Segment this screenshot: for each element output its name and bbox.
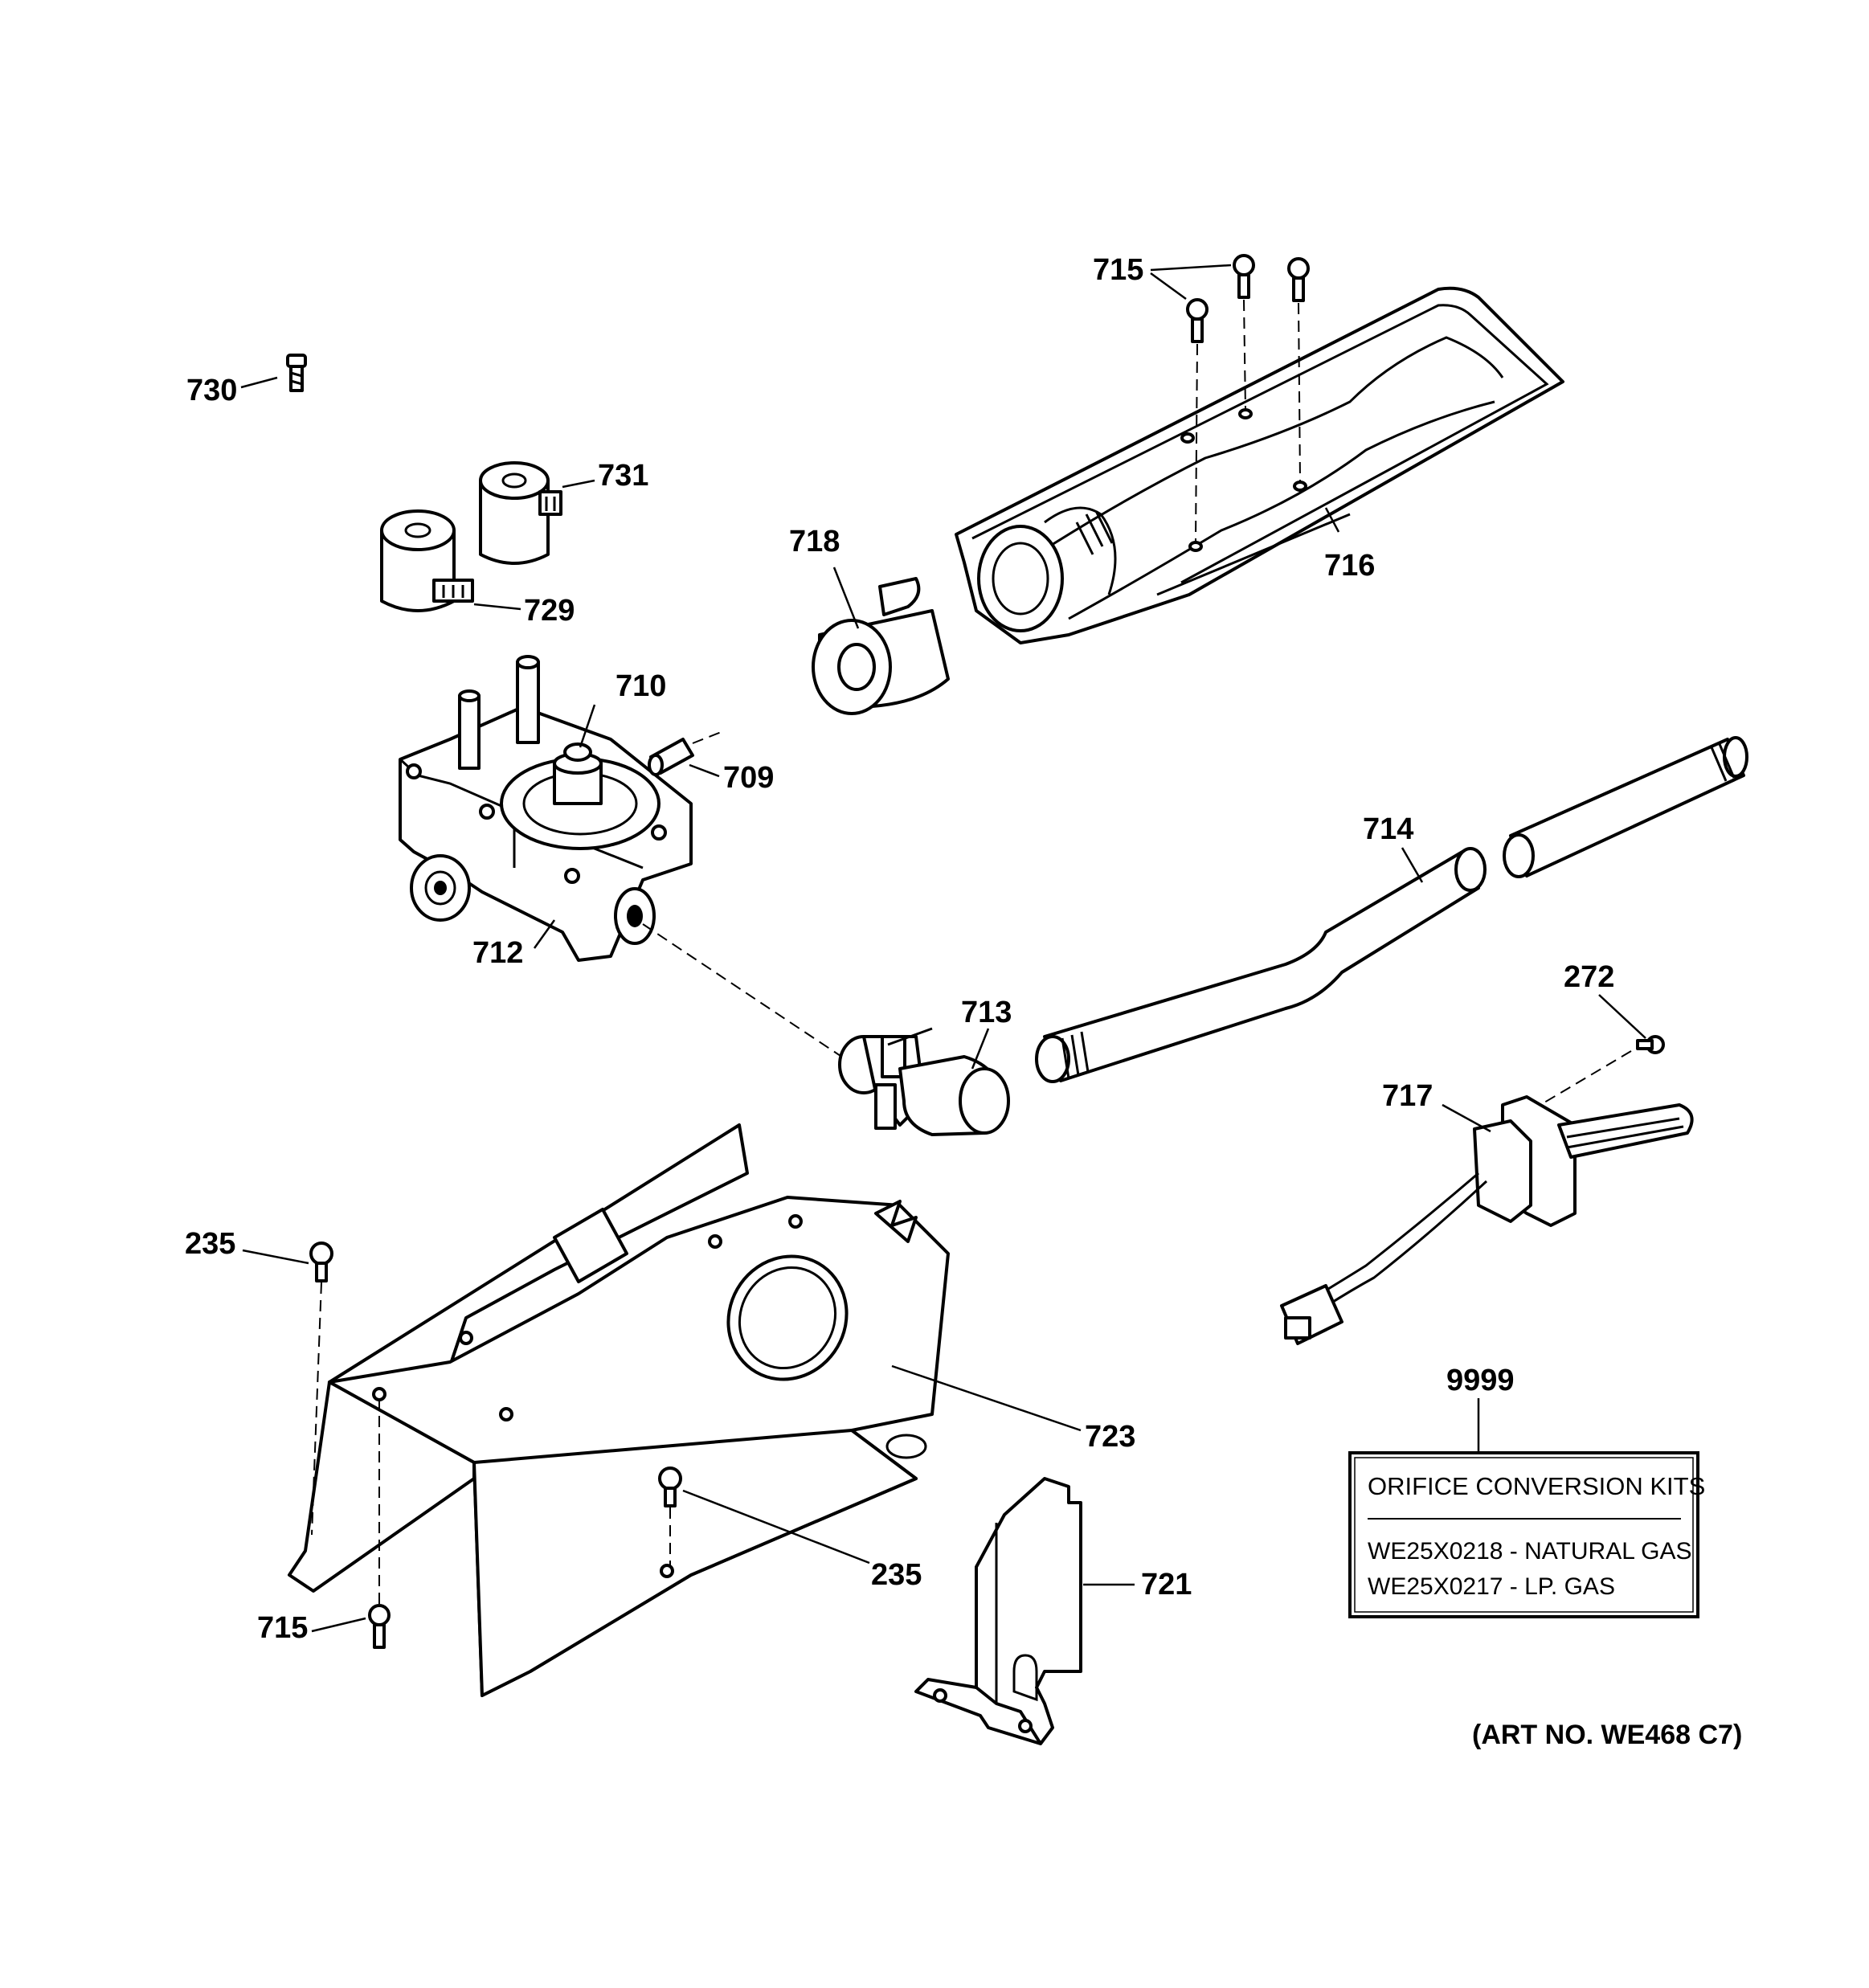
label-717[interactable]: 717 — [1382, 1079, 1433, 1113]
label-716[interactable]: 716 — [1324, 549, 1375, 583]
label-730[interactable]: 730 — [186, 374, 237, 407]
part-729-coil[interactable] — [380, 509, 474, 612]
leader-715-top-a — [1150, 272, 1187, 301]
dash-709 — [692, 730, 724, 744]
leader-715-bottom — [311, 1617, 366, 1633]
dash-235-left — [311, 1282, 322, 1536]
dash-715-b — [1243, 299, 1246, 411]
label-712[interactable]: 712 — [472, 936, 523, 970]
leader-717 — [1442, 1103, 1491, 1133]
part-730-screw[interactable] — [286, 354, 307, 392]
orifice-kit-natural-gas: WE25X0218 - NATURAL GAS — [1368, 1538, 1691, 1565]
part-731-coil[interactable] — [479, 461, 562, 565]
leader-718 — [832, 567, 860, 629]
label-718[interactable]: 718 — [789, 525, 840, 558]
label-713[interactable]: 713 — [961, 996, 1012, 1029]
part-714-gas-tube[interactable] — [1035, 736, 1748, 1083]
label-729[interactable]: 729 — [524, 594, 575, 628]
label-723[interactable]: 723 — [1085, 1420, 1135, 1454]
part-718-sleeve[interactable] — [812, 577, 950, 715]
label-709[interactable]: 709 — [723, 761, 774, 795]
leader-729 — [473, 603, 521, 611]
label-715-top[interactable]: 715 — [1093, 253, 1143, 287]
label-721[interactable]: 721 — [1141, 1568, 1192, 1601]
orifice-kit-lp-gas: WE25X0217 - LP. GAS — [1368, 1573, 1615, 1600]
part-717-igniter[interactable] — [1280, 1095, 1694, 1345]
part-713-elbow[interactable] — [838, 1027, 1010, 1136]
dash-272 — [1526, 1050, 1632, 1114]
label-9999[interactable]: 9999 — [1446, 1364, 1515, 1397]
part-716-burner[interactable] — [955, 286, 1564, 644]
part-712-gas-valve[interactable] — [399, 655, 693, 962]
part-235-screw-left[interactable] — [309, 1241, 333, 1282]
orifice-kit-title: ORIFICE CONVERSION KITS — [1368, 1472, 1705, 1500]
leader-731 — [562, 479, 595, 489]
leader-716 — [1324, 507, 1340, 533]
leader-723 — [891, 1364, 1082, 1432]
part-715-screw-bottom[interactable] — [368, 1604, 391, 1649]
leader-235-mid — [682, 1489, 870, 1565]
label-235-left[interactable]: 235 — [185, 1227, 235, 1261]
leader-713 — [971, 1028, 990, 1070]
dash-715-c — [1298, 302, 1301, 483]
leader-709 — [689, 763, 720, 778]
part-721-bracket[interactable] — [914, 1477, 1082, 1745]
leader-714 — [1401, 847, 1424, 883]
leader-712 — [533, 919, 556, 949]
orifice-kit-box: ORIFICE CONVERSION KITS WE25X0218 - NATU… — [1348, 1451, 1705, 1618]
art-number: (ART NO. WE468 C7) — [1472, 1720, 1742, 1750]
dash-715-a — [1195, 343, 1198, 543]
label-714[interactable]: 714 — [1363, 812, 1413, 846]
label-235-mid[interactable]: 235 — [871, 1558, 922, 1592]
part-723-bracket[interactable] — [288, 1123, 950, 1697]
leader-715-top-b — [1150, 264, 1232, 272]
leader-235-left — [242, 1249, 309, 1265]
part-709-fitting[interactable] — [648, 738, 694, 776]
leader-272 — [1598, 994, 1646, 1039]
part-715-screws-top[interactable] — [1186, 254, 1310, 343]
dash-712-713 — [642, 923, 849, 1061]
leader-730 — [240, 376, 278, 389]
label-731[interactable]: 731 — [598, 459, 648, 493]
label-715-bottom[interactable]: 715 — [257, 1611, 308, 1645]
leader-710 — [579, 704, 596, 748]
label-710[interactable]: 710 — [616, 669, 666, 703]
part-272-screw[interactable] — [1636, 1035, 1665, 1054]
label-272[interactable]: 272 — [1564, 960, 1614, 994]
part-235-screw-mid[interactable] — [658, 1466, 682, 1507]
